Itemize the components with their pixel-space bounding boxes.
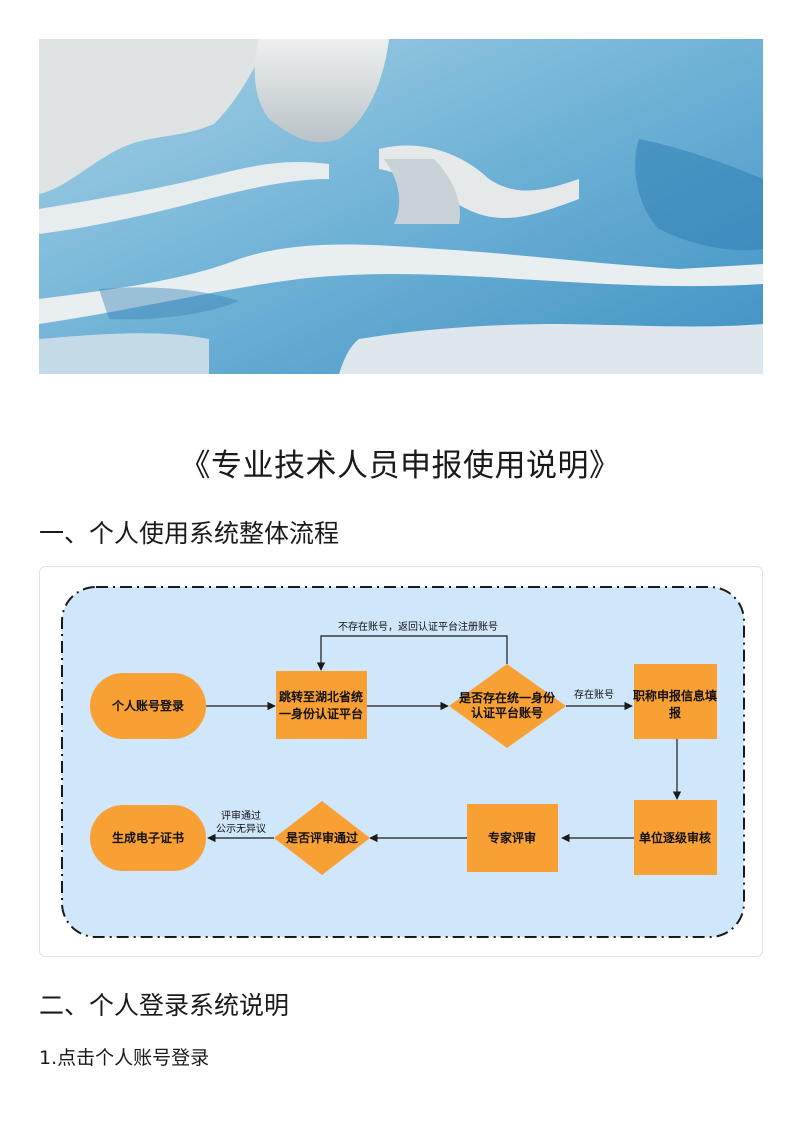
node-certificate bbox=[90, 805, 206, 871]
flow-panel bbox=[61, 586, 745, 938]
node-redirect-label-1: 跳转至湖北省统 bbox=[279, 689, 363, 704]
edge-label-no-account: 不存在账号，返回认证平台注册账号 bbox=[338, 620, 498, 633]
node-login-label: 个人账号登录 bbox=[111, 698, 184, 713]
edge-no-account bbox=[316, 635, 508, 671]
node-check-label-2: 认证平台账号 bbox=[471, 705, 543, 720]
section-heading-workflow: 一、个人使用系统整体流程 bbox=[39, 519, 340, 548]
node-redirect bbox=[276, 671, 367, 739]
node-unit-review bbox=[634, 800, 717, 875]
node-login bbox=[90, 673, 206, 739]
edge-label-has-account: 存在账号 bbox=[574, 688, 614, 701]
node-fill-label-1: 职称申报信息填 bbox=[633, 688, 717, 703]
node-certificate-label: 生成电子证书 bbox=[112, 830, 184, 845]
node-fill-label-2: 报 bbox=[669, 705, 681, 720]
hero-image bbox=[39, 39, 763, 374]
node-expert-review bbox=[467, 804, 558, 872]
node-check-label-1: 是否存在统一身份 bbox=[458, 690, 556, 705]
edge-label-passed-2: 公示无异议 bbox=[216, 823, 266, 835]
workflow-diagram: 不存在账号，返回认证平台注册账号 存在账号 评审通过 公示无异议 个人账号登录 … bbox=[39, 566, 763, 957]
travertine-terraces-illustration bbox=[39, 39, 763, 374]
node-pass-check-label: 是否评审通过 bbox=[285, 830, 358, 845]
node-expert-review-label: 专家评审 bbox=[488, 830, 536, 845]
node-unit-review-label: 单位逐级审核 bbox=[639, 830, 711, 845]
node-redirect-label-2: 一身份认证平台 bbox=[279, 706, 363, 721]
node-pass-check bbox=[274, 801, 370, 875]
edge-label-passed-1: 评审通过 bbox=[221, 809, 261, 822]
node-fill-info bbox=[634, 664, 717, 739]
document-title: 《专业技术人员申报使用说明》 bbox=[179, 448, 621, 484]
node-account-check bbox=[449, 664, 566, 748]
step-one-text: 1.点击个人账号登录 bbox=[39, 1047, 210, 1069]
section-heading-login: 二、个人登录系统说明 bbox=[39, 991, 290, 1020]
